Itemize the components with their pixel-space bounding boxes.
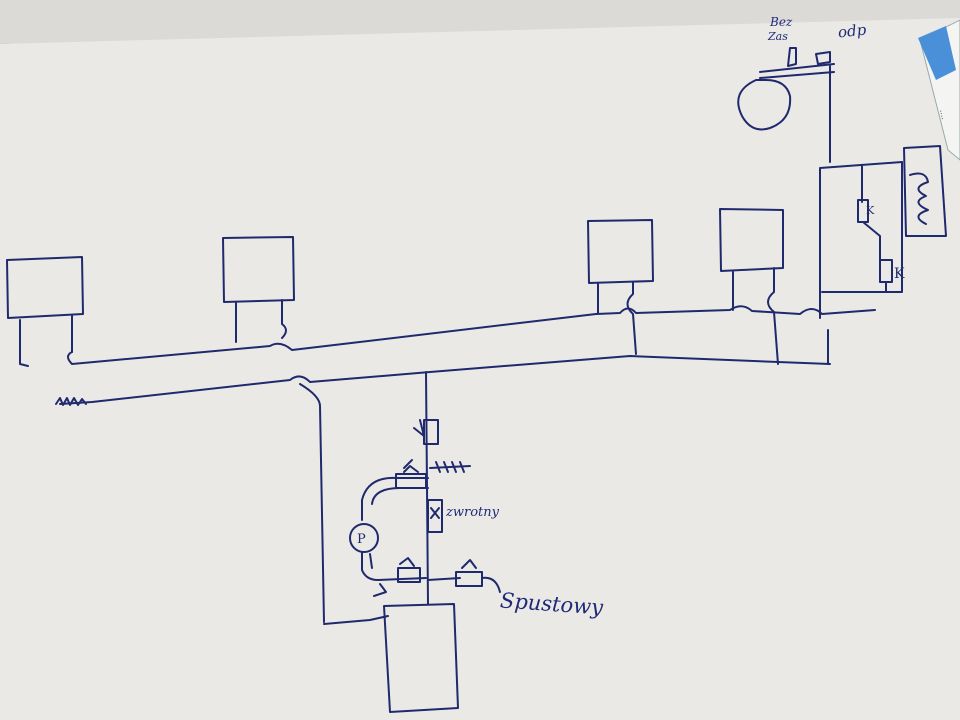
label-bez: Bez <box>770 15 793 29</box>
svg-text:P: P <box>357 532 366 547</box>
radiator-3 <box>587 219 654 284</box>
label-zwrotny: zwrotny <box>446 505 499 520</box>
boiler <box>383 603 459 713</box>
label-odp: odp <box>837 20 868 42</box>
radiator-2 <box>222 236 295 303</box>
radiator-4 <box>719 208 784 272</box>
radiator-1 <box>6 256 84 319</box>
label-zas: Zas <box>768 30 788 43</box>
svg-text:....: .... <box>938 109 949 121</box>
marker-pen: .... <box>918 19 960 161</box>
svg-text:K: K <box>894 266 905 282</box>
svg-text:K: K <box>866 204 875 217</box>
